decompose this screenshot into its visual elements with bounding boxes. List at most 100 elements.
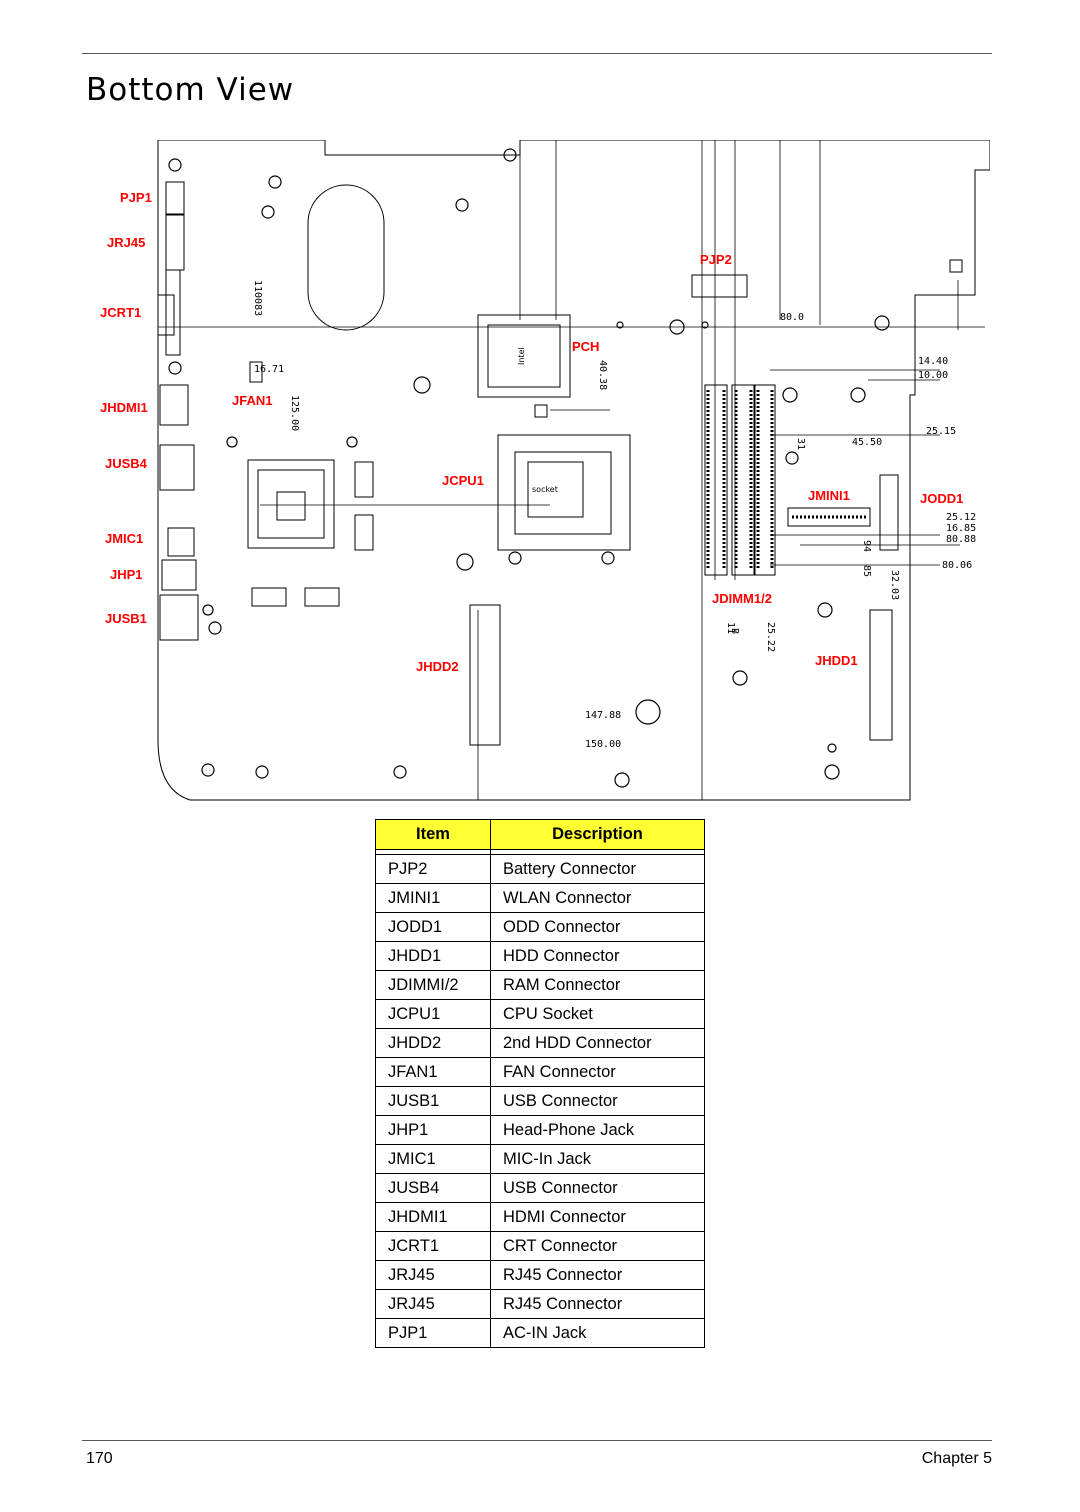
label-jusb4: JUSB4 (105, 456, 148, 471)
label-pch: PCH (572, 339, 599, 354)
board-outline (157, 139, 991, 801)
cell-item: PJP1 (375, 1318, 491, 1348)
cell-description: RJ45 Connector (490, 1260, 705, 1290)
cell-description: CRT Connector (490, 1231, 705, 1261)
cell-description: HDD Connector (490, 941, 705, 971)
cell-item: JCPU1 (375, 999, 491, 1029)
dim-d11: 16.85 (946, 523, 976, 534)
cell-description: Battery Connector (490, 854, 705, 884)
cell-description: WLAN Connector (490, 883, 705, 913)
dim-d15: 150.00 (585, 739, 621, 750)
cell-description: Head-Phone Jack (490, 1115, 705, 1145)
dim-d10: 25.12 (946, 512, 976, 523)
label-jhp1: JHP1 (110, 567, 143, 582)
dim-d2: 110083 (252, 280, 263, 316)
label-jodd1: JODD1 (920, 491, 963, 506)
cell-item: JMIC1 (375, 1144, 491, 1174)
cell-description: RJ45 Connector (490, 1289, 705, 1319)
dim-d6: 14.40 (918, 356, 948, 367)
label-jfan1: JFAN1 (232, 393, 272, 408)
page-number: 170 (86, 1450, 113, 1467)
label-jhdd1: JHDD1 (815, 653, 858, 668)
cell-description: CPU Socket (490, 999, 705, 1029)
dim-d17: 11 (725, 622, 736, 634)
label-pjp1: PJP1 (120, 190, 152, 205)
header-description: Description (490, 819, 705, 850)
page-title: Bottom View (86, 72, 295, 108)
cell-item: JUSB4 (375, 1173, 491, 1203)
dim-d4: 80.0 (780, 312, 804, 323)
dim-d16: B (729, 628, 740, 634)
label-jhdd2: JHDD2 (416, 659, 459, 674)
cell-item: JHDD1 (375, 941, 491, 971)
chapter-label: Chapter 5 (921, 1450, 992, 1467)
cell-item: PJP2 (375, 854, 491, 884)
board-diagram: Intel socket PJP1 JRJ45 JCRT1 JHDMI1 JUS… (80, 139, 991, 810)
cell-description: MIC-In Jack (490, 1144, 705, 1174)
cell-description: ODD Connector (490, 912, 705, 942)
cell-item: JFAN1 (375, 1057, 491, 1087)
dim-d12: 80.88 (946, 534, 976, 545)
dim-d9: 25.15 (926, 426, 956, 437)
cpu-chip-text: socket (532, 485, 558, 494)
header-item: Item (375, 819, 491, 850)
dim-d21: 85 (861, 565, 872, 577)
cell-item: JDIMMI/2 (375, 970, 491, 1000)
cell-description: HDMI Connector (490, 1202, 705, 1232)
dim-d1: 16.71 (254, 364, 284, 375)
cell-description: FAN Connector (490, 1057, 705, 1087)
cell-description: RAM Connector (490, 970, 705, 1000)
cell-item: JUSB1 (375, 1086, 491, 1116)
label-jusb1: JUSB1 (105, 611, 147, 626)
bottom-rule (82, 1440, 992, 1441)
cell-item: JHDMI1 (375, 1202, 491, 1232)
dim-d13: 80.06 (942, 560, 972, 571)
dim-d22: 32.03 (889, 570, 900, 600)
cell-item: JRJ45 (375, 1260, 491, 1290)
pch-chip-text: Intel (517, 347, 526, 365)
label-jcpu1: JCPU1 (442, 473, 484, 488)
dim-d3: 125.00 (289, 395, 300, 431)
dim-d19: 31 (795, 438, 806, 450)
cell-description: AC-IN Jack (490, 1318, 705, 1348)
label-jdimm12: JDIMM1/2 (712, 591, 772, 606)
label-jcrt1: JCRT1 (100, 305, 141, 320)
dim-d5: 40.38 (597, 360, 608, 390)
cell-item: JODD1 (375, 912, 491, 942)
dim-d20: 94 (861, 540, 872, 552)
cell-description: USB Connector (490, 1173, 705, 1203)
dim-d7: 10.00 (918, 370, 948, 381)
label-jhdmi1: JHDMI1 (100, 400, 148, 415)
label-jmic1: JMIC1 (105, 531, 143, 546)
cell-description: 2nd HDD Connector (490, 1028, 705, 1058)
label-pjp2: PJP2 (700, 252, 732, 267)
cell-item: JHP1 (375, 1115, 491, 1145)
dim-d18: 25.22 (765, 622, 776, 652)
label-jrj45: JRJ45 (107, 235, 145, 250)
cell-item: JCRT1 (375, 1231, 491, 1261)
dim-d8: 45.50 (852, 437, 882, 448)
label-jmini1: JMINI1 (808, 488, 850, 503)
cell-description: USB Connector (490, 1086, 705, 1116)
cell-item: JRJ45 (375, 1289, 491, 1319)
dim-d14: 147.88 (585, 710, 621, 721)
table-header-row: Item Description (375, 819, 705, 850)
